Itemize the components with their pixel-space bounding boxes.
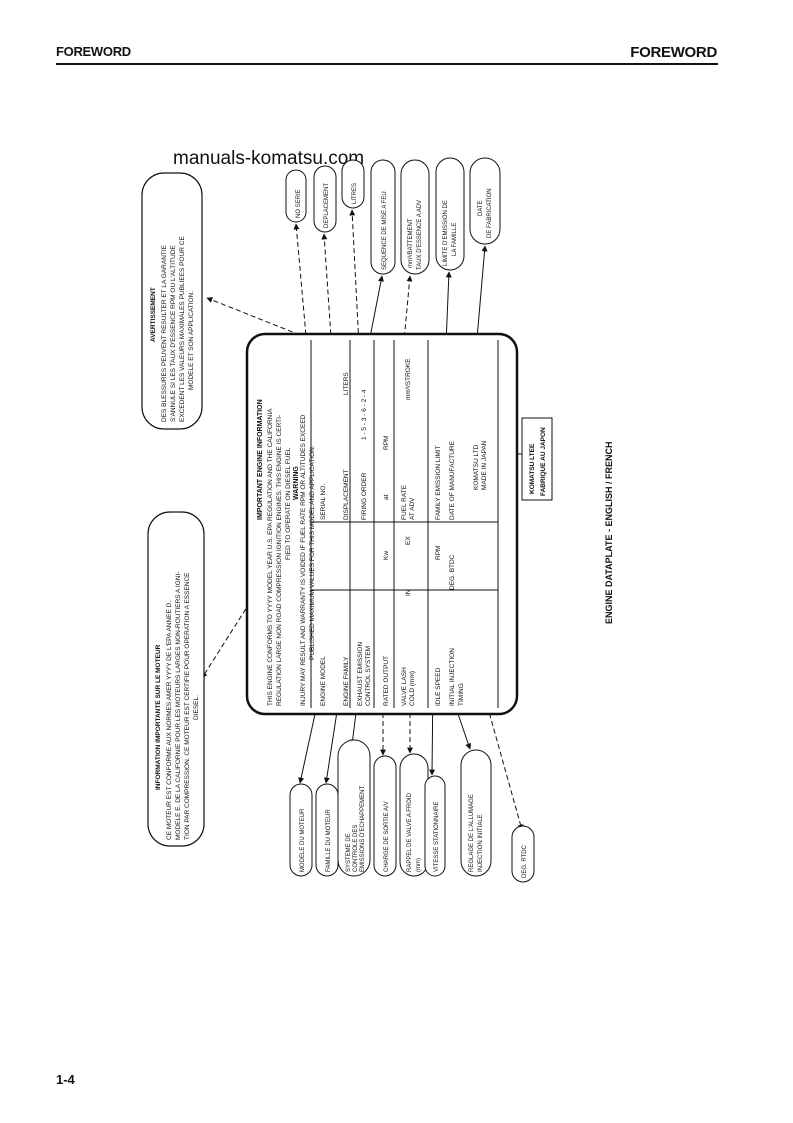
info-fr-line3: TION PAR COMPRESSION. CE MOTEUR EST CERT… xyxy=(184,572,191,840)
info-fr-title: INFORMATION IMPORTANTE SUR LE MOTEUR xyxy=(155,644,162,790)
plate-liters: LITERS xyxy=(343,372,350,395)
plate-deg-btdc: DEG. BTDC xyxy=(449,554,456,590)
info-fr-line4: DIESEL. xyxy=(193,695,200,720)
avert-fr-line4: MODELE ET SON APPLICATION. xyxy=(188,291,195,390)
header-left-title: FOREWORD xyxy=(56,44,131,59)
label-famille: FAMILLE DU MOTEUR xyxy=(326,809,332,872)
plate-valve-lash-1: VALVE LASH xyxy=(401,667,408,706)
plate-mm-stroke: mm³/STROKE xyxy=(405,358,412,400)
avert-fr-box: AVERTISSEMENT DES BLESSURES PEUVENT RESU… xyxy=(141,172,203,430)
page-number: 1-4 xyxy=(56,1072,75,1087)
plate-fuel-rate-1: FUEL RATE xyxy=(401,484,408,520)
label-litres: LITRES xyxy=(352,183,358,204)
label-rappel-2: (mm) xyxy=(416,858,422,872)
info-fr-box: INFORMATION IMPORTANTE SUR LE MOTEUR CE … xyxy=(147,511,205,847)
plate-engine-family: ENGINE FAMILY xyxy=(343,656,350,706)
label-date-1: DATE xyxy=(478,200,484,216)
komatsu-fr-line1: KOMATSU LTEE xyxy=(529,443,536,494)
avert-fr-line1: DES BLESSURES PEUVENT RESULTER ET LA GAR… xyxy=(161,244,168,422)
plate-kw: Kw xyxy=(383,551,390,560)
plate-rated-output: RATED OUTPUT xyxy=(383,656,390,706)
plate-injection-1: INITIAL INJECTION xyxy=(449,648,456,706)
plate-heading: IMPORTANT ENGINE INFORMATION xyxy=(257,399,264,520)
plate-warning-2: PUBLISHED MAXIMUM VALUES FOR THIS MODEL … xyxy=(309,445,316,660)
plate-komatsu-2: MADE IN JAPAN xyxy=(481,440,488,490)
plate-komatsu-1: KOMATSU LTD xyxy=(473,444,480,490)
label-taux-2: TAUX D'ESSENCE A ADV xyxy=(417,200,423,270)
label-deplacement: DEPLACEMENT xyxy=(324,183,330,228)
label-date-2: DE FABRICATION xyxy=(487,188,493,238)
header-rule xyxy=(56,63,718,65)
plate-intro-3: FIED TO OPERATE ON DIESEL FUEL xyxy=(285,447,292,560)
label-systeme-3: EMISSIONS D'ECHAPPEMENT xyxy=(360,786,366,872)
label-modele: MODELE DU MOTEUR xyxy=(300,808,306,872)
label-vitesse: VITESSE STATIONNAIRE xyxy=(434,802,440,872)
komatsu-fr-line2: FABRIQUE AU JAPON xyxy=(540,427,547,496)
info-fr-line2: MODELE E. DE LA CALIFORNIE POUR LES MOTE… xyxy=(175,572,182,840)
label-sequence: SEQUENCE DE MISE A FEU xyxy=(382,191,388,270)
plate-warning-1: INJURY MAY RESULT AND WARRANTY IS VOIDED… xyxy=(300,414,307,706)
plate-fuel-rate-2: AT ADV xyxy=(409,497,416,520)
avert-fr-line2: S'ANNULE SI LES TAUX D'ESSENCE RPM OU L'… xyxy=(170,245,177,422)
bottom-labels xyxy=(289,739,535,883)
plate-engine-model: ENGINE MODEL xyxy=(320,656,327,706)
plate-valve-lash-2: COLD (mm) xyxy=(409,671,416,706)
label-no-serie: NO SERIE xyxy=(296,189,302,218)
label-taux-1: mm³/BATTEMENT xyxy=(408,218,414,268)
plate-firing-order-value: 1 - 5 - 3 - 6 - 2 - 4 xyxy=(361,389,368,440)
label-systeme-1: SYSTEME DE xyxy=(346,833,352,872)
plate-intro-1: THIS ENGINE CONFORMS TO YYYY MODEL YEAR … xyxy=(267,408,274,706)
plate-family-limit: FAMILY EMISSION LIMIT xyxy=(435,445,442,520)
plate-intro-2: REGULATION LARGE NON ROAD COMPRESSION IG… xyxy=(276,415,283,706)
plate-exhaust-1: EXHAUST EMISSION xyxy=(357,642,364,706)
plate-idle-speed: IDLE SPEED xyxy=(435,667,442,706)
komatsu-fr-box: KOMATSU LTEE FABRIQUE AU JAPON xyxy=(521,417,553,501)
dataplate-border xyxy=(245,332,519,716)
label-limite-2: LA FAMILLE xyxy=(452,223,458,256)
plate-exhaust-2: CONTROL SYSTEM xyxy=(365,646,372,706)
plate-ex: EX xyxy=(405,536,412,545)
top-labels xyxy=(285,157,501,275)
plate-injection-2: TIMING xyxy=(458,683,465,706)
plate-firing-order-label: FIRING ORDER xyxy=(361,472,368,520)
label-deg-rtc: DEG. RTDC xyxy=(522,844,528,878)
plate-rated-at: at xyxy=(383,494,390,500)
plate-warning-title: WARNING xyxy=(293,466,300,500)
figure-caption: ENGINE DATAPLATE - ENGLISH / FRENCH xyxy=(604,441,614,624)
label-charge: CHARGE DE SORTIE A/V xyxy=(384,801,390,872)
plate-in: IN xyxy=(405,589,412,596)
plate-displacement: DISPLACEMENT xyxy=(343,469,350,520)
avert-fr-line3: EXCEDENT LES VALEURS MAXIMALES PUBLIEES … xyxy=(179,236,186,422)
label-reglage-2: INJECTION INITIALE xyxy=(478,814,484,872)
plate-date-of-mfg: DATE OF MANUFACTURE xyxy=(449,440,456,520)
plate-serial-no: SERIAL NO. xyxy=(320,484,327,520)
dataplate: IMPORTANT ENGINE INFORMATION THIS ENGINE… xyxy=(245,332,519,716)
header-right-title: FOREWORD xyxy=(630,44,717,61)
watermark: manuals-komatsu.com xyxy=(173,148,365,169)
info-fr-line1: CE MOTEUR EST CONFORME AUX NORMES AMER Y… xyxy=(166,601,173,840)
avert-fr-title: AVERTISSEMENT xyxy=(150,287,157,342)
label-limite-1: LIMITE D'EMISSION DE xyxy=(443,200,449,266)
plate-idle-rpm: RPM xyxy=(435,546,442,560)
label-reglage-1: REGLAGE DE L'ALLUMAGE xyxy=(469,794,475,872)
label-rappel-1: RAPPEL DE VALVE A FROID xyxy=(407,792,413,872)
plate-rated-rpm: RPM xyxy=(383,436,390,450)
label-systeme-2: CONTROLE DES xyxy=(353,825,359,872)
